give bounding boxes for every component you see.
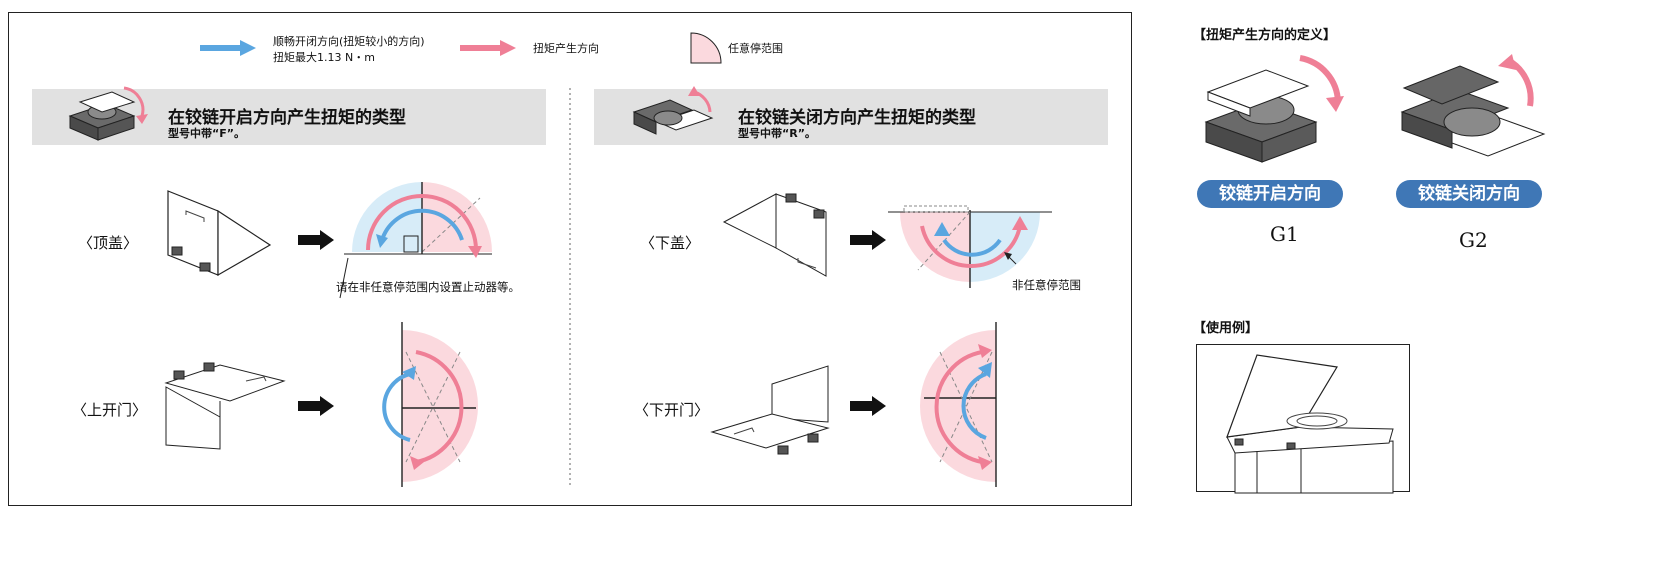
up-door-illustration <box>164 362 286 450</box>
legend-pink-arrow-icon <box>460 40 516 56</box>
bottom-lid-illustration <box>722 193 827 277</box>
legend-free-stop: 任意停范围 <box>728 42 783 55</box>
down-door-illustration <box>710 365 830 455</box>
case-label-top-lid: 〈顶盖〉 <box>78 234 139 252</box>
main-diagram-frame <box>8 12 1132 506</box>
flow-arrow-icon <box>298 230 334 250</box>
right-panel-subtitle: 型号中带“R”。 <box>738 127 816 140</box>
legend-torque-direction: 扭矩产生方向 <box>533 42 599 55</box>
pill-hinge-close: 铰链关闭方向 <box>1396 180 1542 208</box>
usage-example-illustration <box>1226 354 1394 494</box>
usage-example-box <box>1196 344 1410 494</box>
label-g1: G1 <box>1270 222 1299 246</box>
top-lid-rotation-diagram <box>339 182 492 299</box>
flow-arrow-icon <box>298 396 334 416</box>
pill-hinge-open: 铰链开启方向 <box>1197 180 1343 208</box>
flow-arrow-icon <box>850 396 886 416</box>
legend-quarter-circle-icon <box>690 32 722 64</box>
legend-blue-arrow-icon <box>200 40 256 56</box>
usage-example-title: 【使用例】 <box>1193 321 1259 336</box>
up-door-rotation-diagram <box>382 322 478 487</box>
hinge-g1-illustration <box>1204 55 1344 163</box>
hinge-open-icon <box>68 86 148 141</box>
right-free-stop-note: 非任意停范围 <box>1012 278 1081 292</box>
case-label-down-door: 〈下开门〉 <box>634 401 710 419</box>
case-label-bottom-lid: 〈下盖〉 <box>640 234 701 252</box>
legend-smooth-line2: 扭矩最大1.13 N・m <box>273 51 375 64</box>
label-g2: G2 <box>1459 228 1488 252</box>
down-door-rotation-diagram <box>920 322 997 487</box>
legend-smooth-line1: 顺畅开闭方向(扭矩较小的方向) <box>273 35 425 48</box>
torque-definition-title: 【扭矩产生方向的定义】 <box>1193 28 1337 43</box>
top-lid-illustration <box>167 190 272 277</box>
left-stopper-note: 请在非任意停范围内设置止动器等。 <box>336 280 520 294</box>
hinge-g2-illustration <box>1400 54 1546 157</box>
case-label-up-door: 〈上开门〉 <box>72 401 148 419</box>
flow-arrow-icon <box>850 230 886 250</box>
bottom-lid-rotation-diagram <box>888 205 1052 288</box>
left-panel-title: 在铰链开启方向产生扭矩的类型 <box>168 108 406 128</box>
left-panel-subtitle: 型号中带“F”。 <box>168 127 245 140</box>
hinge-close-icon <box>632 86 714 135</box>
right-panel-title: 在铰链关闭方向产生扭矩的类型 <box>738 108 976 128</box>
panel-divider <box>569 88 571 488</box>
